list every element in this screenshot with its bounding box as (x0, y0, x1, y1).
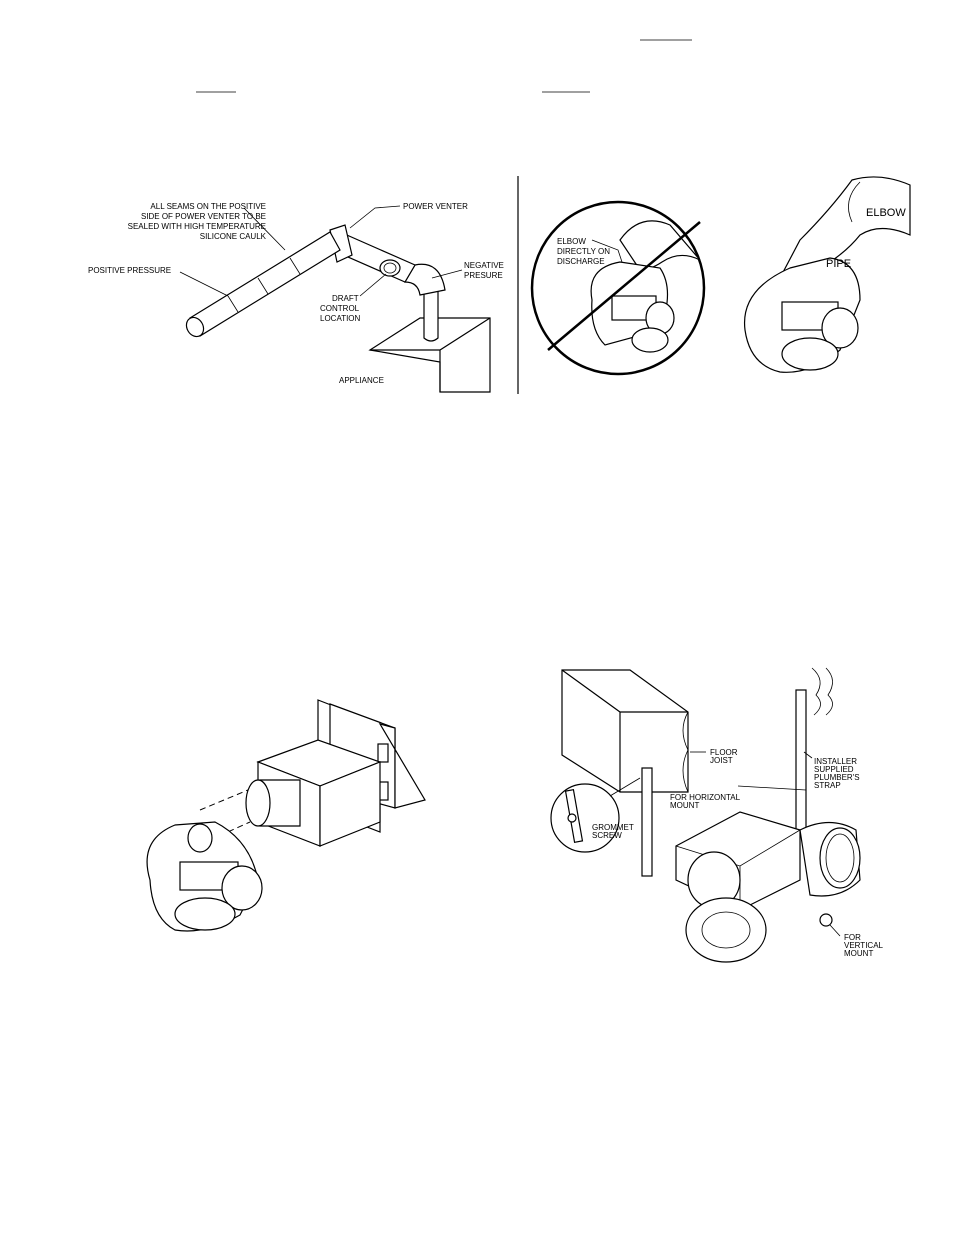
power-venter-label: POWER VENTER (403, 202, 468, 211)
pipe-end (185, 316, 205, 338)
elbow-tube (619, 220, 701, 271)
pipe-seams (227, 257, 301, 313)
grommet-screw-label-2: SCREW (592, 831, 622, 840)
seams-note-line2: SIDE OF POWER VENTER TO BE (141, 212, 266, 221)
positive-pressure-label: POSITIVE PRESSURE (88, 266, 171, 275)
figure-correct-pipe: ELBOW PIPE (743, 176, 911, 373)
floor-joist (561, 669, 689, 793)
horizontal-mount-label-1: FOR HORIZONTAL (670, 793, 741, 802)
strap-left (641, 767, 653, 877)
seams-note-line1: ALL SEAMS ON THE POSITIVE (150, 202, 266, 211)
blower-wheel (685, 897, 767, 963)
appliance-box-edges (370, 317, 491, 392)
figure-strap-mount: FLOOR JOIST INSTALLER SUPPLIED PLUMBER'S… (550, 667, 884, 963)
figure-wall-mount (146, 699, 426, 932)
pipe-elbow (403, 263, 446, 296)
installer-strap-label-4: STRAP (814, 781, 841, 790)
seams-note-line4: SILICONE CAULK (200, 232, 267, 241)
negative-pressure-label-2: PRESURE (464, 271, 503, 280)
pipe-label: PIPE (826, 258, 851, 270)
inset-circle (550, 783, 620, 853)
vertical-mount-label-2: VERTICAL (844, 941, 884, 950)
negative-pressure-label-1: NEGATIVE (464, 261, 504, 270)
vertical-mount-label-1: FOR (844, 933, 861, 942)
draft-control-label-1: DRAFT (332, 294, 359, 303)
motor-end (221, 865, 263, 911)
wall-flashing (378, 723, 426, 809)
elbow-label: ELBOW (866, 207, 906, 219)
figure-incorrect-elbow: ELBOW DIRECTLY ON DISCHARGE (530, 200, 706, 376)
elbow-discharge-label-2: DIRECTLY ON (557, 247, 610, 256)
horizontal-mount-label-2: MOUNT (670, 801, 699, 810)
seams-note-line3: SEALED WITH HIGH TEMPERATURE (128, 222, 266, 231)
figure-vent-layout: ALL SEAMS ON THE POSITIVE SIDE OF POWER … (88, 202, 504, 393)
elbow-discharge-label-3: DISCHARGE (557, 257, 605, 266)
draft-control-label-3: LOCATION (320, 314, 361, 323)
round-collar (245, 779, 271, 827)
vertical-pipe (423, 289, 439, 342)
installer-strap-label-2: SUPPLIED (814, 765, 854, 774)
strap-right (795, 689, 807, 831)
motor-end (821, 307, 859, 349)
grommet-screw-label-1: GROMMET (592, 823, 634, 832)
draft-control-label-2: CONTROL (320, 304, 360, 313)
motor-base (631, 327, 669, 353)
vertical-mount-label-3: MOUNT (844, 949, 873, 958)
floor-joist-label-2: JOIST (710, 756, 733, 765)
motor-base (174, 897, 236, 931)
positive-pipe (189, 231, 341, 337)
installer-strap-label-3: PLUMBER'S (814, 773, 860, 782)
box-side (319, 761, 381, 847)
prohibition-slash (547, 221, 701, 351)
prohibition-circle (530, 200, 706, 376)
motor-base (781, 337, 839, 371)
elbow-discharge-label-1: ELBOW (557, 237, 586, 246)
draft-control (379, 259, 401, 277)
floor-joist-label-1: FLOOR (710, 748, 738, 757)
appliance-label: APPLIANCE (339, 376, 384, 385)
installer-strap-label-1: INSTALLER (814, 757, 857, 766)
